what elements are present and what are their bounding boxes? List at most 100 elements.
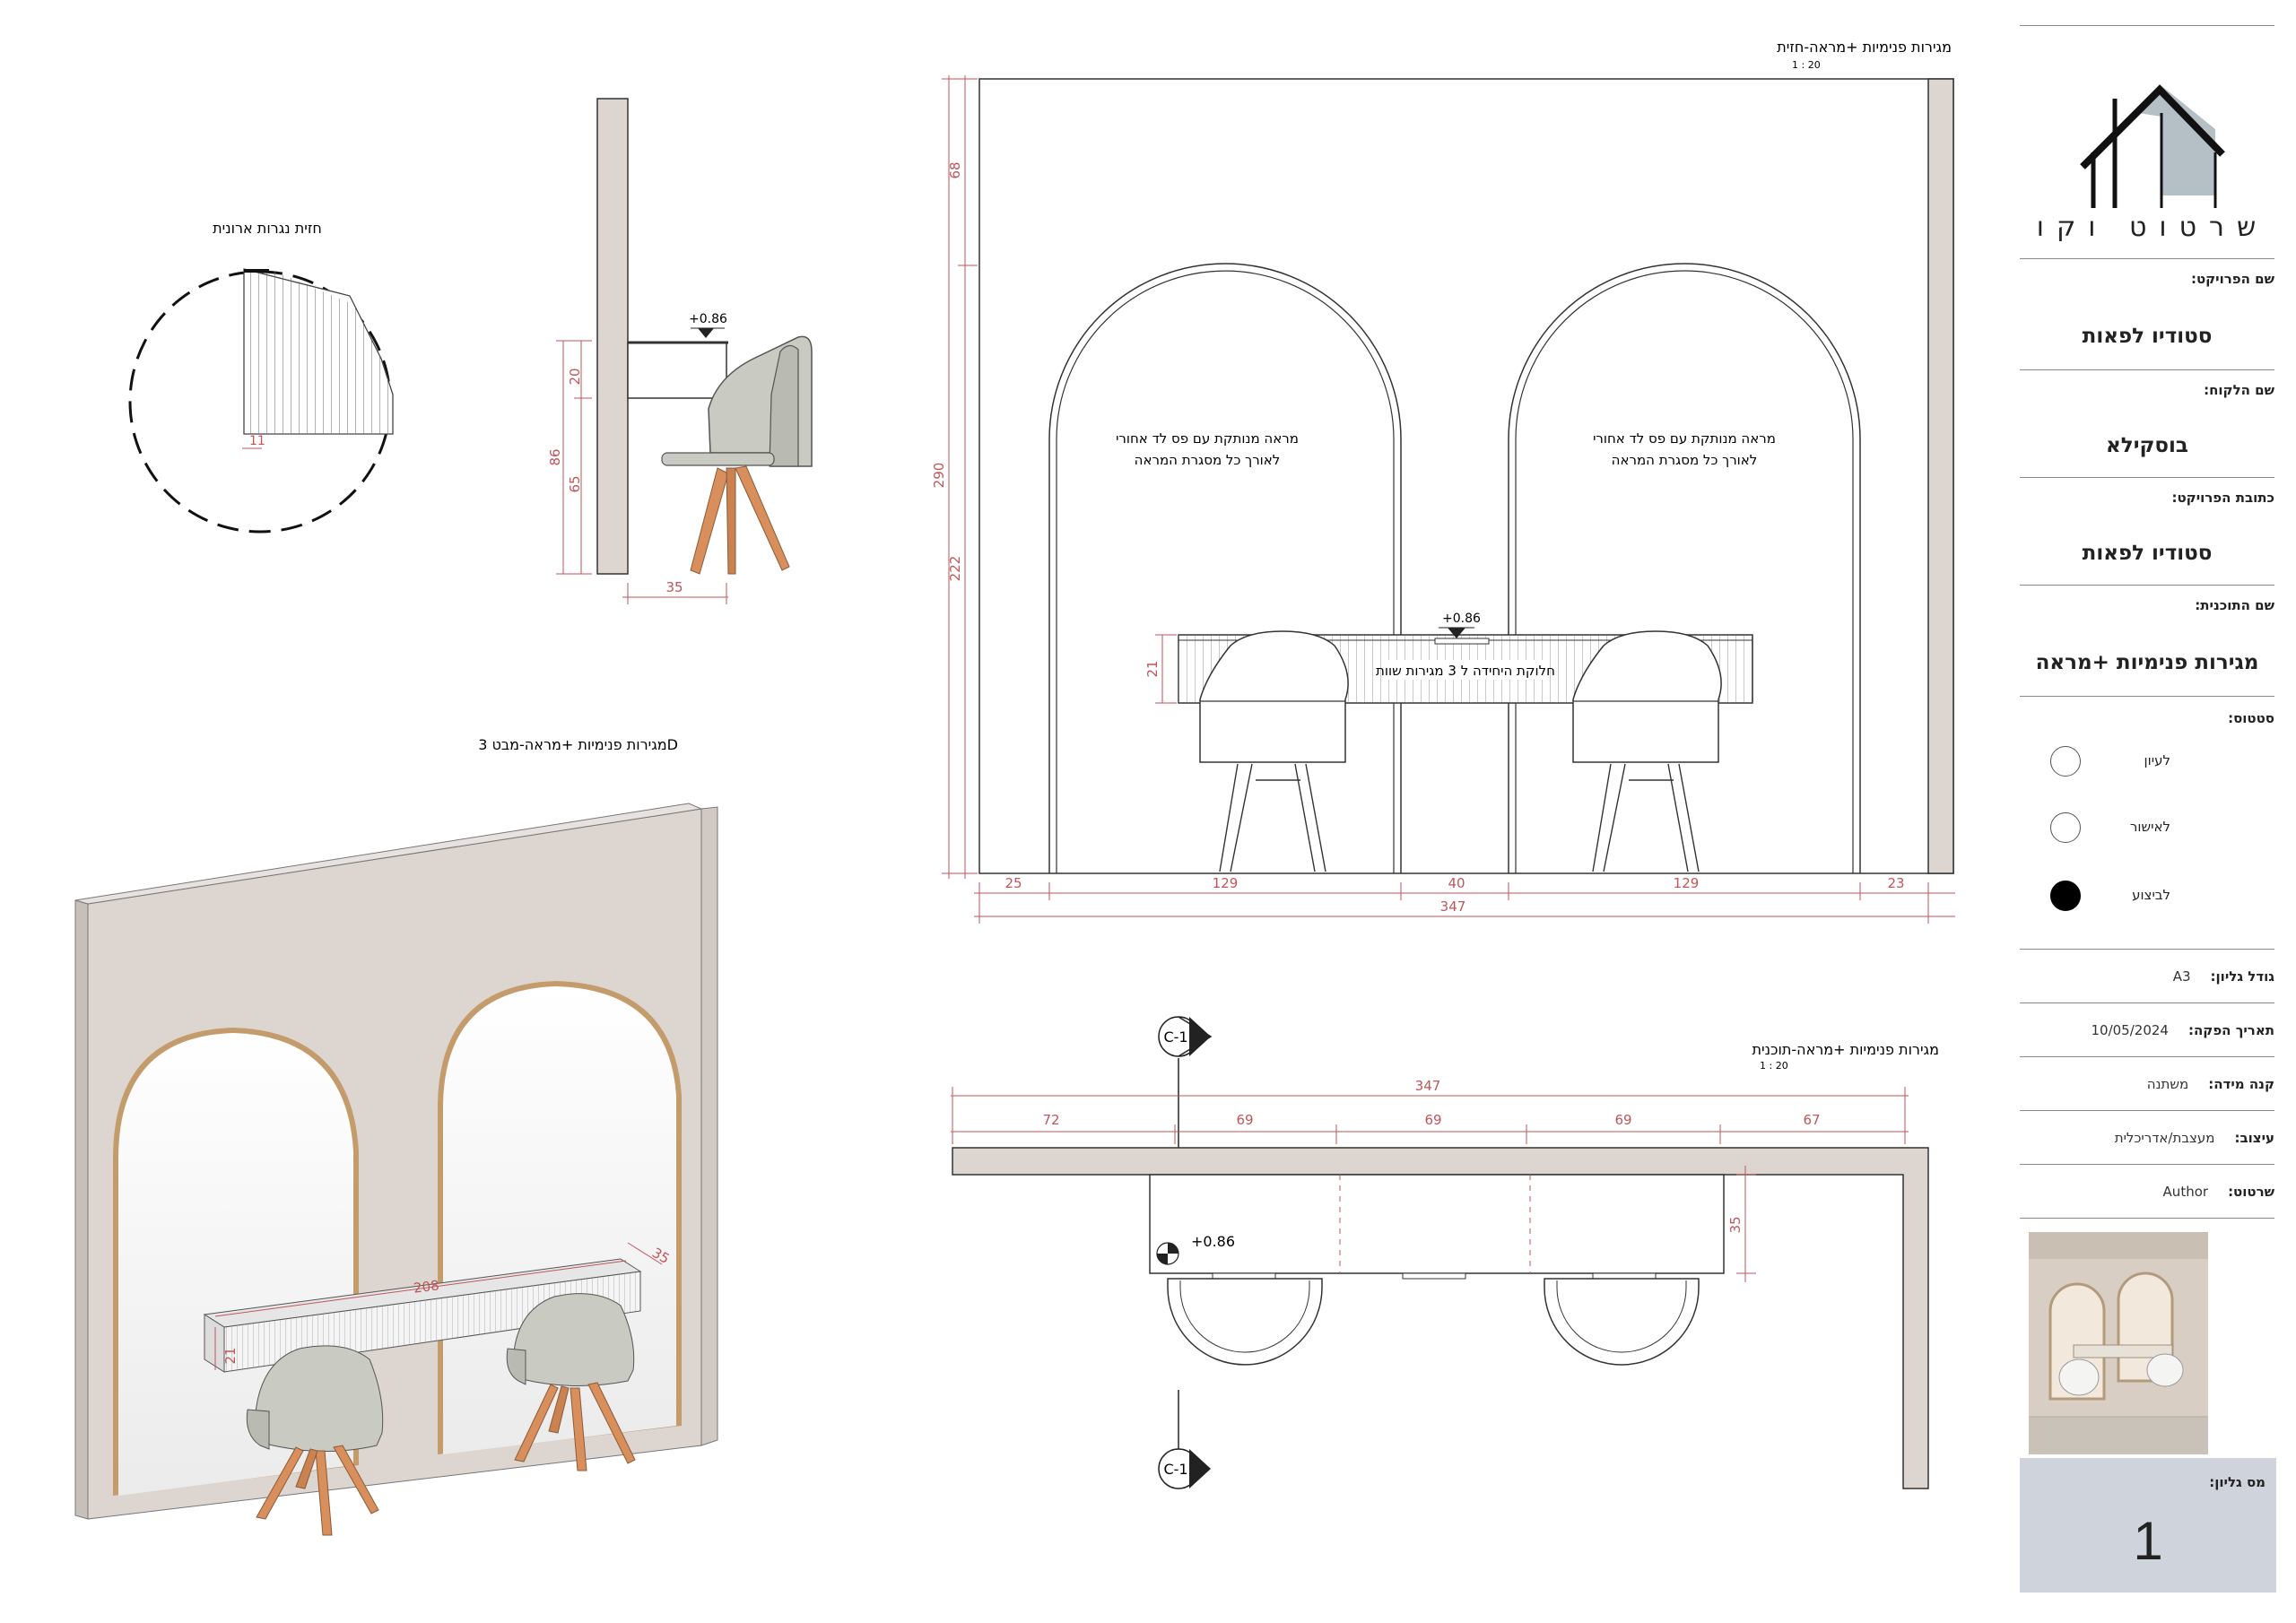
mirror-note-right-1: מראה מנותקת עם פס לד אחורי bbox=[1593, 430, 1776, 447]
plan-seg-69a: 69 bbox=[1236, 1112, 1253, 1128]
section-chair bbox=[661, 335, 813, 575]
elevation-side-wall bbox=[1927, 78, 1954, 874]
scale-row: קנה מידה: משתנה bbox=[2020, 1076, 2274, 1092]
elev-dim-68: 68 bbox=[947, 161, 963, 178]
elevation-wall-frame bbox=[978, 78, 1954, 874]
project-name: סטודיו לפאות bbox=[2082, 325, 2213, 348]
elevation-arch-right: מראה מנותקת עם פס לד אחורי לאורך כל מסגר… bbox=[1508, 263, 1861, 873]
render-photo bbox=[2029, 1232, 2208, 1454]
3d-chair-left bbox=[246, 1345, 384, 1536]
section-view: +0.86 20 86 65 35 bbox=[547, 98, 813, 604]
section-wall bbox=[596, 98, 629, 575]
elevation-view: מגירות פנימיות +מראה-חזית 1 : 20 מראה מנ… bbox=[931, 39, 1955, 924]
elev-bottom-dim-23: 23 bbox=[1887, 875, 1904, 891]
status-option-review[interactable]: לעיון bbox=[2043, 744, 2258, 780]
company-logo bbox=[2080, 84, 2225, 208]
plan-seg-69c: 69 bbox=[1614, 1112, 1631, 1128]
status-option-execution[interactable]: לביצוע bbox=[2043, 879, 2258, 915]
status-option-label: לביצוע bbox=[2132, 887, 2170, 903]
sheet-size-row: גודל גליון: A3 bbox=[2020, 968, 2274, 985]
plan-level-marker: +0.86 bbox=[1156, 1233, 1235, 1265]
sheet-size-label: גודל גליון: bbox=[2210, 968, 2274, 985]
elevation-arch-left: מראה מנותקת עם פס לד אחורי לאורך כל מסגר… bbox=[1048, 263, 1402, 873]
plan-seg-69b: 69 bbox=[1424, 1112, 1441, 1128]
elev-bottom-dim-25: 25 bbox=[1004, 875, 1022, 891]
elevation-chair-left bbox=[1199, 630, 1349, 872]
detail-dim-label: 11 bbox=[249, 434, 265, 448]
3d-chair-right bbox=[506, 1293, 636, 1471]
scale-value: משתנה bbox=[2146, 1076, 2189, 1092]
sheet-size: A3 bbox=[2172, 968, 2191, 985]
plan-vanity bbox=[1149, 1174, 1725, 1280]
3d-wall-edge-left bbox=[74, 899, 89, 1520]
mirror-note-left-1: מראה מנותקת עם פס לד אחורי bbox=[1116, 430, 1299, 447]
status-radio-approval[interactable] bbox=[2050, 812, 2081, 843]
3d-dim-21: 21 bbox=[222, 1347, 239, 1364]
elev-bottom-dim-129b: 129 bbox=[1674, 875, 1700, 891]
plan-chair-left bbox=[1167, 1278, 1323, 1366]
date-row: תאריך הפקה: 10/05/2024 bbox=[2020, 1022, 2275, 1038]
status-radio-execution[interactable] bbox=[2050, 881, 2081, 911]
section-level-marker: +0.86 bbox=[689, 312, 727, 338]
plan-name: מגירות פנימיות +מראה bbox=[2035, 651, 2259, 674]
company-logo-text: שרטוט וקו bbox=[2036, 212, 2269, 243]
elev-dim-290: 290 bbox=[931, 463, 947, 489]
plan-depth-dim: 35 bbox=[1727, 1216, 1744, 1233]
plan-seg-72: 72 bbox=[1042, 1112, 1059, 1128]
section-dim-35: 35 bbox=[665, 579, 683, 595]
mirror-note-right-2: לאורך כל מסגרת המראה bbox=[1612, 452, 1758, 468]
plan-title: מגירות פנימיות +מראה-תוכנית bbox=[1752, 1041, 1939, 1058]
date-label: תאריך הפקה: bbox=[2187, 1022, 2274, 1038]
elevation-level-marker: +0.86 bbox=[1439, 612, 1481, 638]
sheet-number: 1 bbox=[2133, 1511, 2163, 1571]
svg-text:C-1: C-1 bbox=[1163, 1028, 1187, 1046]
svg-text:C-1: C-1 bbox=[1163, 1461, 1187, 1478]
detail-view: חזית נגרות ארונית 11 bbox=[128, 220, 394, 534]
status-radio-review[interactable] bbox=[2050, 746, 2081, 777]
sheet-number-label: מס גליון: bbox=[2209, 1474, 2266, 1490]
view-3d: מגירות פנימיות +מראה-מבט 3D bbox=[74, 736, 718, 1536]
project-address-label: כתובת הפרויקט: bbox=[2171, 490, 2274, 506]
status-label: סטטוס: bbox=[2228, 710, 2274, 726]
drafter-value: Author bbox=[2162, 1184, 2209, 1200]
plan-chair-right bbox=[1544, 1278, 1700, 1366]
drafter-label: שרטוט: bbox=[2228, 1184, 2274, 1200]
scale-label: קנה מידה: bbox=[2208, 1076, 2274, 1092]
elev-total-dim: 347 bbox=[1440, 898, 1466, 915]
status-option-approval[interactable]: לאישור bbox=[2043, 811, 2258, 846]
plan-seg-67: 67 bbox=[1803, 1112, 1820, 1128]
sheet-number-box: מס גליון: 1 bbox=[2020, 1458, 2276, 1593]
design-value: מעצבת/אדריכלית bbox=[2114, 1130, 2215, 1146]
design-label: עיצוב: bbox=[2234, 1130, 2275, 1146]
plan-view: מגירות פנימיות +מראה-תוכנית 1 : 20 C-1 C… bbox=[951, 1016, 1939, 1489]
section-dim-20: 20 bbox=[567, 368, 583, 385]
section-tag-top: C-1 bbox=[1158, 1016, 1213, 1148]
elevation-scale: 1 : 20 bbox=[1792, 59, 1821, 71]
project-address: סטודיו לפאות bbox=[2082, 542, 2213, 565]
project-name-label: שם הפרויקט: bbox=[2190, 271, 2274, 287]
plan-name-label: שם התוכנית: bbox=[2195, 597, 2274, 613]
section-tag-bottom: C-1 bbox=[1158, 1390, 1211, 1489]
svg-text:+0.86: +0.86 bbox=[1442, 612, 1481, 626]
drafter-row: שרטוט: Author bbox=[2020, 1184, 2274, 1200]
plan-scale: 1 : 20 bbox=[1760, 1060, 1788, 1072]
drawer-note: חלוקת היחידה ל 3 מגירות שוות bbox=[1376, 663, 1555, 679]
elev-dim-21: 21 bbox=[1144, 660, 1161, 677]
section-dim-65: 65 bbox=[567, 475, 583, 492]
section-drawer bbox=[627, 342, 727, 399]
elev-dim-222: 222 bbox=[947, 556, 963, 582]
detail-view-title: חזית נגרות ארונית bbox=[213, 220, 322, 237]
svg-text:+0.86: +0.86 bbox=[1191, 1233, 1235, 1250]
client-name: בוסקילא bbox=[2106, 434, 2188, 457]
3d-dim-208: 208 bbox=[413, 1277, 440, 1296]
design-row: עיצוב: מעצבת/אדריכלית bbox=[2020, 1130, 2274, 1146]
client-name-label: שם הלקוח: bbox=[2204, 382, 2274, 398]
plan-total-dim: 347 bbox=[1415, 1078, 1441, 1094]
status-option-label: לעיון bbox=[2144, 752, 2170, 768]
svg-text:+0.86: +0.86 bbox=[689, 312, 727, 326]
elev-bottom-dim-40: 40 bbox=[1448, 875, 1465, 891]
section-dim-86: 86 bbox=[547, 448, 563, 465]
date-value: 10/05/2024 bbox=[2091, 1022, 2169, 1038]
elevation-title: מגירות פנימיות +מראה-חזית bbox=[1777, 39, 1952, 56]
